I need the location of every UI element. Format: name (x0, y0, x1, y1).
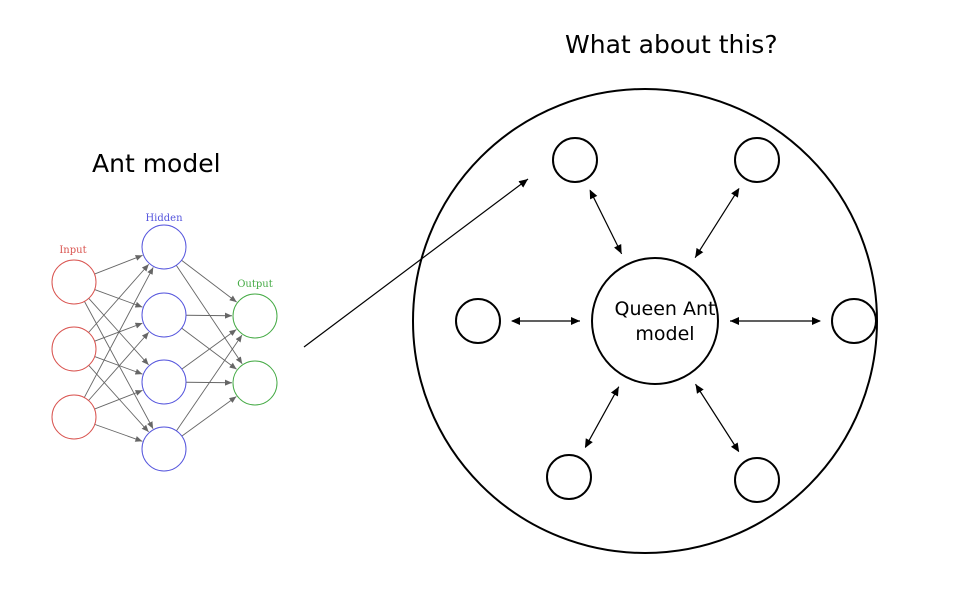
hidden-layer-label: Hidden (145, 213, 183, 224)
hidden-neuron (141, 224, 187, 270)
pointer-arrow (303, 178, 529, 348)
input-neuron (51, 259, 97, 305)
output-neuron (232, 360, 278, 406)
hidden-neuron (141, 292, 187, 338)
network-edge (94, 356, 143, 375)
queen-label-line1: Queen Ant (615, 298, 716, 320)
queen-worker-links (511, 187, 821, 453)
network-edge (181, 329, 237, 370)
network-nodes (51, 224, 278, 472)
network-edge (185, 312, 233, 319)
hidden-neuron (141, 426, 187, 472)
worker-ant-node (455, 298, 501, 344)
network-edge (88, 263, 150, 333)
network-edge (181, 259, 237, 303)
network-edge (181, 396, 237, 437)
output-neuron (232, 293, 278, 339)
worker-ant-node (552, 137, 598, 183)
network-edge (88, 365, 149, 433)
input-neuron (51, 394, 97, 440)
worker-ant-node (546, 454, 592, 500)
queen-label-line2: model (635, 323, 694, 345)
worker-ant-node (734, 457, 780, 503)
input-neuron (51, 326, 97, 372)
queen-ant-node (591, 257, 719, 385)
input-layer-label: Input (59, 245, 86, 256)
network-edge (176, 334, 243, 432)
bidirectional-arrow (584, 386, 620, 449)
what-about-this-title: What about this? (565, 30, 778, 59)
network-edge (175, 265, 243, 365)
bidirectional-arrow (589, 189, 623, 255)
network-edge (94, 389, 143, 410)
worker-ant-node (734, 137, 780, 183)
network-edge (88, 298, 149, 366)
worker-ants (455, 137, 877, 503)
network-edge (88, 331, 150, 401)
bidirectional-arrow (694, 383, 740, 453)
ant-model-title: Ant model (92, 149, 221, 178)
network-edge (181, 327, 237, 370)
network-connections (83, 254, 243, 442)
output-layer-label: Output (237, 279, 273, 290)
bidirectional-arrow (694, 187, 740, 258)
network-edge (94, 423, 143, 442)
network-edge (83, 267, 154, 398)
worker-ant-node (831, 298, 877, 344)
network-edge (94, 254, 143, 275)
hidden-neuron (141, 359, 187, 405)
